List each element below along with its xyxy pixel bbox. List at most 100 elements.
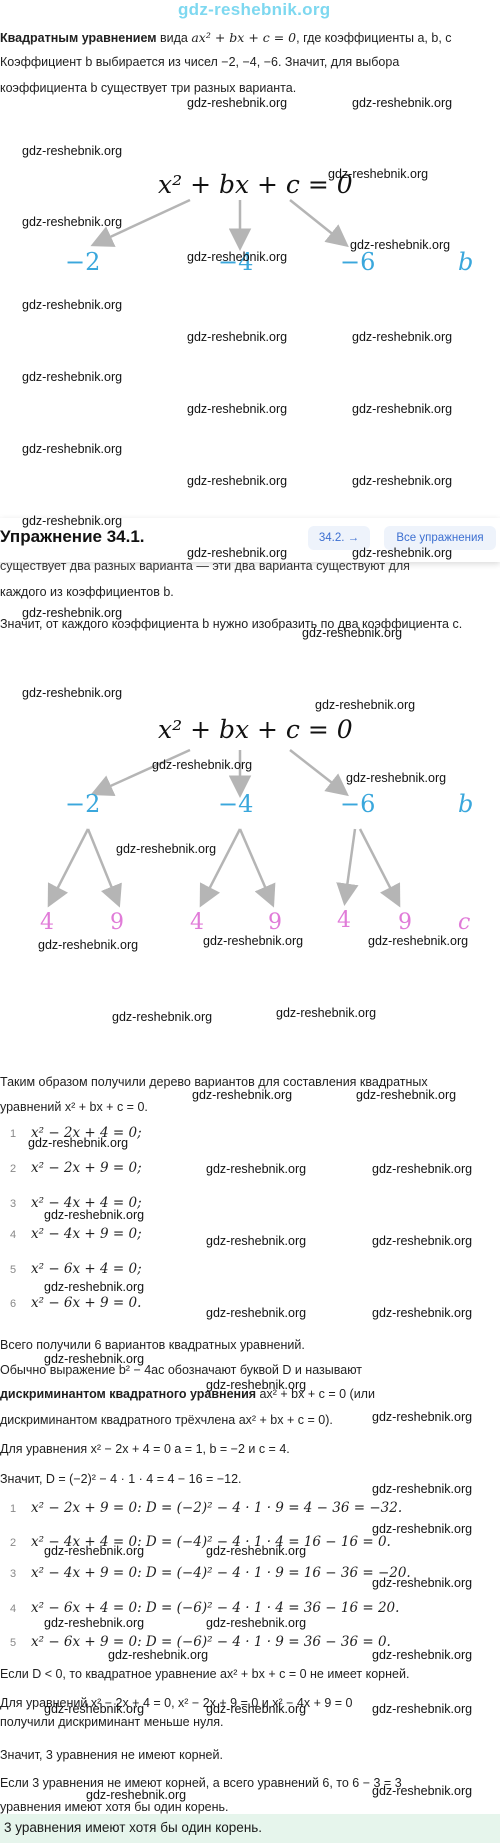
watermark: gdz-reshebnik.org <box>206 1702 307 1716</box>
tree-2-c-value: 4 <box>40 910 54 935</box>
watermark: gdz-reshebnik.org <box>372 1576 473 1590</box>
calc-number: 4 <box>10 1603 17 1615</box>
watermark: gdz-reshebnik.org <box>187 330 288 344</box>
calc-number: 2 <box>10 1537 17 1549</box>
tree-2-c-value: 4 <box>337 908 351 933</box>
watermark: gdz-reshebnik.org <box>116 842 217 856</box>
answer-text: 3 уравнения имеют хотя бы один корень. <box>4 1820 263 1835</box>
watermark: gdz-reshebnik.org <box>328 167 429 181</box>
watermark: gdz-reshebnik.org <box>206 1378 307 1392</box>
watermark: gdz-reshebnik.org <box>206 1544 307 1558</box>
concl-line-6: уравнения имеют хотя бы один корень. <box>0 1800 229 1814</box>
watermark: gdz-reshebnik.org <box>368 934 469 948</box>
watermark: gdz-reshebnik.org <box>372 1702 473 1716</box>
watermark: gdz-reshebnik.org <box>372 1234 473 1248</box>
equation-number: 2 <box>10 1163 17 1175</box>
calc-item: x² − 6x + 4 = 0: D = (−6)² − 4 · 1 · 4 =… <box>31 1600 400 1616</box>
watermark: gdz-reshebnik.org <box>372 1410 473 1424</box>
calc-item: x² − 4x + 9 = 0: D = (−4)² − 4 · 1 · 9 =… <box>31 1565 411 1581</box>
disc-line-1: Обычно выражение b² − 4ac обозначают бук… <box>0 1363 363 1377</box>
intro-line-1: Квадратным уравнением вида ax² + bx + c … <box>0 30 452 46</box>
tree-2-b-label: b <box>458 790 474 818</box>
summary-line-2: уравнений x² + bx + c = 0. <box>0 1100 148 1114</box>
calc-number: 5 <box>10 1637 17 1649</box>
tree-1-arrows <box>90 198 349 251</box>
watermark: gdz-reshebnik.org <box>372 1522 473 1536</box>
tree-1-b-value: −4 <box>218 248 254 276</box>
tree-2-b-value: −2 <box>65 790 101 818</box>
watermark: gdz-reshebnik.org <box>22 514 123 528</box>
equation-number: 3 <box>10 1198 17 1210</box>
disc-line-2-rest: ax² + bx + c = 0 (или <box>256 1387 375 1401</box>
watermark: gdz-reshebnik.org <box>372 1784 473 1798</box>
concl-line-1: Если D < 0, то квадратное уравнение ax² … <box>0 1667 410 1681</box>
watermark: gdz-reshebnik.org <box>22 298 123 312</box>
next-exercise-button[interactable]: 34.2. → <box>308 526 370 550</box>
tree-2-c-label: c <box>458 910 471 935</box>
tree-2-c-value: 4 <box>190 910 204 935</box>
watermark: gdz-reshebnik.org <box>22 686 123 700</box>
tree-2-equation: x² + bx + c = 0 <box>158 715 353 744</box>
tree-1-equation: x² + bx + c = 0 <box>158 170 353 199</box>
mid-line-3: Значит, от каждого коэффициента b нужно … <box>0 617 463 631</box>
watermark: gdz-reshebnik.org <box>350 238 451 252</box>
watermark: gdz-reshebnik.org <box>44 1280 145 1294</box>
equation-item: x² − 6x + 9 = 0. <box>31 1295 142 1311</box>
watermark: gdz-reshebnik.org <box>44 1208 145 1222</box>
mid-line-1: существует два разных варианта — эти два… <box>0 559 410 573</box>
watermark: gdz-reshebnik.org <box>22 215 123 229</box>
watermark: gdz-reshebnik.org <box>44 1352 145 1366</box>
watermark: gdz-reshebnik.org <box>302 626 403 640</box>
watermark: gdz-reshebnik.org <box>44 1544 145 1558</box>
watermark: gdz-reshebnik.org <box>206 1306 307 1320</box>
watermark: gdz-reshebnik.org <box>203 934 304 948</box>
intro-l1-eq: ax² + bx + c = 0 <box>191 30 297 45</box>
watermark: gdz-reshebnik.org <box>346 771 447 785</box>
calc-number: 3 <box>10 1568 17 1580</box>
watermark: gdz-reshebnik.org <box>206 1234 307 1248</box>
watermark: gdz-reshebnik.org <box>352 546 453 560</box>
equation-number: 1 <box>10 1128 17 1140</box>
watermark: gdz-reshebnik.org <box>187 546 288 560</box>
watermark: gdz-reshebnik.org <box>112 1010 213 1024</box>
watermark: gdz-reshebnik.org <box>315 698 416 712</box>
watermark: gdz-reshebnik.org <box>22 442 123 456</box>
equation-item: x² − 4x + 4 = 0; <box>31 1195 142 1211</box>
tree-2-b-value: −4 <box>218 790 254 818</box>
tree-2-arrows <box>47 748 401 908</box>
tree-2-c-value: 9 <box>398 910 412 935</box>
answer-box: 3 уравнения имеют хотя бы один корень. <box>0 1814 500 1843</box>
site-title[interactable]: gdz-reshebnik.org <box>178 0 331 19</box>
watermark: gdz-reshebnik.org <box>356 1088 457 1102</box>
watermark: gdz-reshebnik.org <box>352 330 453 344</box>
watermark: gdz-reshebnik.org <box>187 474 288 488</box>
watermark: gdz-reshebnik.org <box>38 938 139 952</box>
watermark: gdz-reshebnik.org <box>44 1702 145 1716</box>
intro-l1-mid: вида <box>156 31 192 45</box>
concl-line-2: Для уравнений x² − 2x + 4 = 0, x² − 2x +… <box>0 1696 353 1710</box>
watermark: gdz-reshebnik.org <box>22 144 123 158</box>
watermark: gdz-reshebnik.org <box>352 402 453 416</box>
calc-item: x² − 6x + 9 = 0: D = (−6)² − 4 · 1 · 9 =… <box>31 1634 391 1650</box>
intro-l1-end: , где коэффициенты a, b, c <box>296 31 452 45</box>
equation-number: 6 <box>10 1298 17 1310</box>
equation-number: 4 <box>10 1229 17 1241</box>
disc-line-4: Для уравнения x² − 2x + 4 = 0 a = 1, b =… <box>0 1442 290 1456</box>
watermark: gdz-reshebnik.org <box>372 1306 473 1320</box>
intro-line-3: коэффициента b существует три разных вар… <box>0 81 297 95</box>
mid-line-2: каждого из коэффициентов b. <box>0 585 174 599</box>
disc-line-3: дискриминантом квадратного трёхчлена ax²… <box>0 1413 333 1427</box>
watermark: gdz-reshebnik.org <box>352 96 453 110</box>
tree-2-b-value: −6 <box>340 790 376 818</box>
exercise-title: Упражнение 34.1. <box>0 527 145 546</box>
watermark: gdz-reshebnik.org <box>108 1648 209 1662</box>
watermark: gdz-reshebnik.org <box>276 1006 377 1020</box>
all-exercises-button[interactable]: Все упражнения <box>384 526 496 550</box>
watermark: gdz-reshebnik.org <box>22 606 123 620</box>
watermark: gdz-reshebnik.org <box>152 758 253 772</box>
watermark: gdz-reshebnik.org <box>372 1482 473 1496</box>
concl-line-4: Значит, 3 уравнения не имеют корней. <box>0 1748 223 1762</box>
watermark: gdz-reshebnik.org <box>352 474 453 488</box>
watermark: gdz-reshebnik.org <box>44 1616 145 1630</box>
calc-number: 1 <box>10 1503 17 1515</box>
